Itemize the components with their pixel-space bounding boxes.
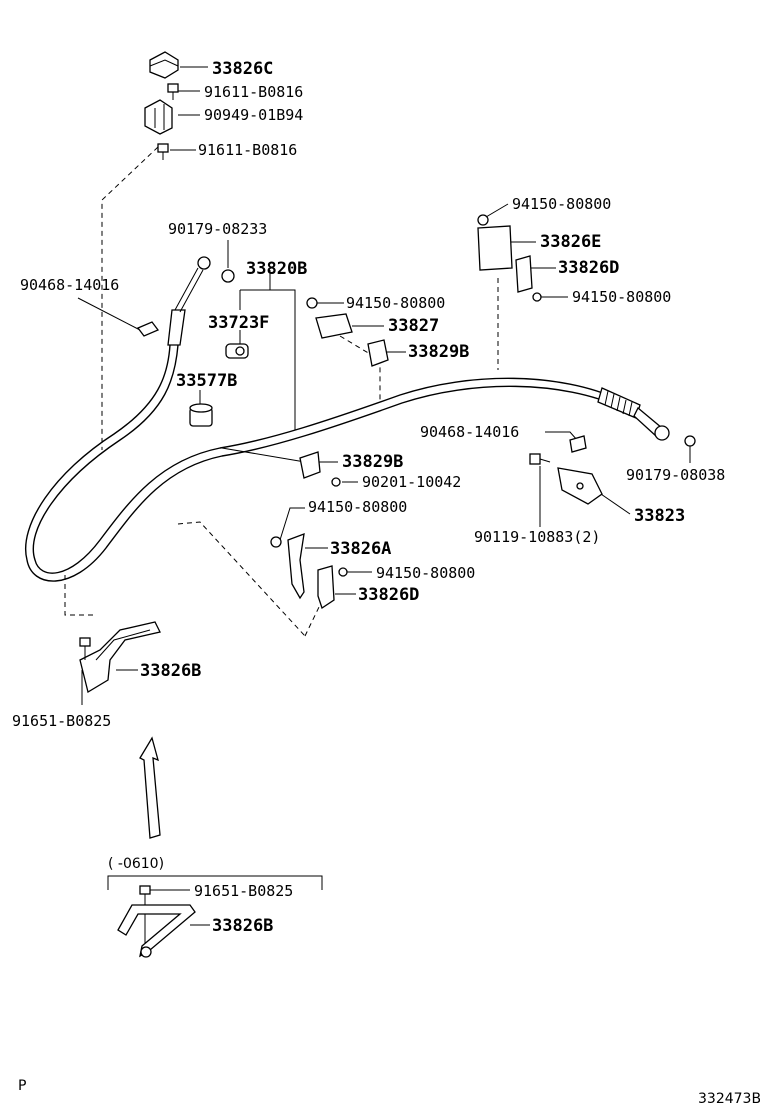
label-33820B: 33820B — [246, 259, 307, 279]
bracket-33826B-inset — [117, 904, 196, 958]
grommet-33723F — [225, 343, 249, 359]
label-33826C: 33826C — [212, 59, 273, 79]
leader-90468-right — [545, 431, 578, 441]
clamp-33829B-mid — [299, 451, 321, 479]
label-94150-80800-low1: 94150-80800 — [308, 498, 407, 516]
dash-top-left — [101, 146, 159, 450]
cable-end-left — [167, 309, 186, 346]
cable-end-right — [597, 387, 696, 447]
label-91651-B0825-inset: 91651-B0825 — [194, 882, 293, 900]
label-inset-range: ( -0610) — [108, 856, 164, 872]
clip-90468-right — [569, 435, 587, 453]
label-94150-80800-tr1: 94150-80800 — [512, 195, 611, 213]
label-91611-B0816-1: 91611-B0816 — [204, 83, 303, 101]
leader-94150-low1 — [279, 507, 305, 541]
label-90179-08233: 90179-08233 — [168, 220, 267, 238]
dash-33826D-low — [304, 604, 321, 637]
label-90468-14016-right: 90468-14016 — [420, 423, 519, 441]
label-33826B-inset: 33826B — [212, 916, 273, 936]
leader-90468-left — [77, 297, 141, 331]
cable — [32, 344, 621, 574]
bracket-33827 — [315, 313, 353, 339]
nut-94150-mid — [306, 297, 318, 309]
label-33829B-mid: 33829B — [342, 452, 403, 472]
bolt-91611-1 — [167, 83, 179, 100]
label-94150-80800-mid: 94150-80800 — [346, 294, 445, 312]
bolt-90119 — [529, 453, 551, 465]
cable-rod-left — [174, 267, 204, 313]
inset-frame — [107, 875, 323, 890]
label-33577B: 33577B — [176, 371, 237, 391]
clip-90468-left — [136, 321, 160, 337]
dash-bottom-left — [64, 575, 95, 616]
label-91611-B0816-2: 91611-B0816 — [198, 141, 297, 159]
label-94150-80800-tr2: 94150-80800 — [572, 288, 671, 306]
leader-33820B — [239, 270, 296, 430]
label-33829B-top: 33829B — [408, 342, 469, 362]
leader-33829B-mid — [221, 447, 338, 463]
bracket-33826E — [477, 225, 513, 271]
label-90201-10042: 90201-10042 — [362, 473, 461, 491]
label-90179-08038: 90179-08038 — [626, 466, 725, 484]
label-33826D-low: 33826D — [358, 585, 419, 605]
bracket-90949 — [144, 99, 173, 135]
washer-inset — [140, 946, 152, 958]
nut-94150-low1 — [270, 536, 282, 548]
clamp-33829B-top — [367, 339, 389, 367]
label-90949-01B94: 90949-01B94 — [204, 106, 303, 124]
cable-inner — [25, 344, 623, 582]
clip-33826C — [149, 51, 179, 79]
label-90119-10883: 90119-10883(2) — [474, 528, 600, 546]
label-33827: 33827 — [388, 316, 439, 336]
bolt-91651-left — [79, 637, 91, 660]
label-33826B: 33826B — [140, 661, 201, 681]
arrow-up-icon — [139, 736, 161, 839]
label-94150-80800-low2: 94150-80800 — [376, 564, 475, 582]
label-diagram-code: 332473B — [698, 1091, 760, 1107]
bolt-91651-inset — [139, 885, 151, 950]
cable-eye-left — [197, 256, 211, 270]
label-33826A: 33826A — [330, 539, 391, 559]
nut-94150-tr1 — [477, 214, 489, 226]
label-33826E: 33826E — [540, 232, 601, 252]
bracket-33826D-top — [515, 255, 533, 293]
bracket-33826A — [287, 533, 305, 600]
bracket-90949-detail — [154, 104, 165, 130]
hole-33823 — [576, 482, 584, 490]
clip-33826C-detail — [149, 59, 179, 67]
nut-94150-tr2 — [532, 292, 542, 302]
washer-90201 — [331, 477, 341, 487]
nut-90179-08233 — [221, 269, 235, 283]
label-33823: 33823 — [634, 506, 685, 526]
bushing-33577B — [189, 403, 213, 427]
label-corner-p: P — [18, 1078, 26, 1094]
dash-center — [177, 521, 306, 637]
label-91651-B0825-left: 91651-B0825 — [12, 712, 111, 730]
leader-33823 — [597, 491, 631, 515]
bracket-33826D-low — [317, 565, 335, 610]
leader-94150-tr1 — [485, 203, 509, 218]
bracket-33826B — [79, 621, 161, 694]
label-33723F: 33723F — [208, 313, 269, 333]
bolt-91611-2 — [157, 143, 169, 160]
label-90468-14016-left: 90468-14016 — [20, 276, 119, 294]
nut-94150-low2 — [338, 567, 348, 577]
bracket-33826B-detail — [95, 629, 151, 661]
label-33826D-top: 33826D — [558, 258, 619, 278]
